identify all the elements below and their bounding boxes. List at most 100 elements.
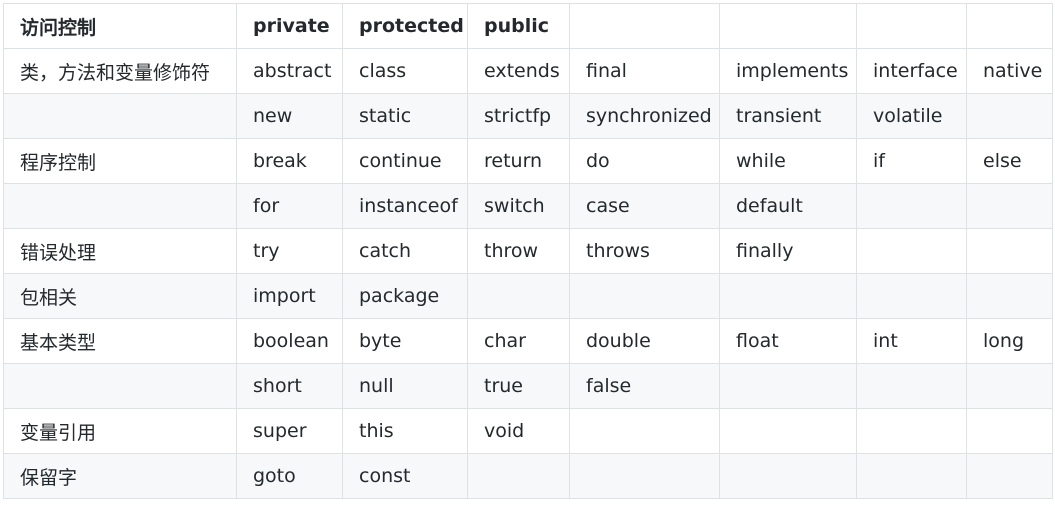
table-row: for instanceof switch case default (3, 183, 1053, 229)
header-cell (569, 3, 720, 49)
java-keywords-table: 访问控制 private protected public 类，方法和变量修饰符… (3, 3, 1053, 499)
header-row: 访问控制 private protected public (3, 3, 1053, 49)
keyword-cell: throws (569, 228, 720, 274)
keyword-cell (966, 183, 1053, 229)
keyword-cell (856, 228, 967, 274)
keyword-cell: continue (342, 138, 468, 184)
keyword-cell: interface (856, 48, 967, 94)
category-cell (3, 183, 237, 229)
keyword-cell (856, 408, 967, 454)
keyword-cell (467, 453, 570, 499)
keyword-cell (966, 408, 1053, 454)
keyword-cell: do (569, 138, 720, 184)
table-body: 类，方法和变量修饰符 abstract class extends final … (3, 48, 1053, 499)
header-cell (856, 3, 967, 49)
table-row: new static strictfp synchronized transie… (3, 93, 1053, 139)
keyword-cell (966, 363, 1053, 409)
keyword-cell (856, 273, 967, 319)
keyword-cell (719, 453, 857, 499)
keyword-cell: int (856, 318, 967, 364)
keyword-cell: null (342, 363, 468, 409)
keyword-cell (719, 273, 857, 319)
keyword-cell: class (342, 48, 468, 94)
keyword-cell (719, 363, 857, 409)
category-cell: 程序控制 (3, 138, 237, 184)
keyword-cell: throw (467, 228, 570, 274)
keyword-cell: synchronized (569, 93, 720, 139)
keyword-cell: native (966, 48, 1053, 94)
keyword-cell (719, 408, 857, 454)
keyword-cell: new (236, 93, 343, 139)
keyword-cell: finally (719, 228, 857, 274)
keyword-cell: double (569, 318, 720, 364)
keyword-cell: static (342, 93, 468, 139)
header-cell (719, 3, 857, 49)
keyword-cell: switch (467, 183, 570, 229)
keyword-cell (966, 453, 1053, 499)
keyword-cell: strictfp (467, 93, 570, 139)
keyword-cell: return (467, 138, 570, 184)
keyword-cell: volatile (856, 93, 967, 139)
keyword-cell: void (467, 408, 570, 454)
header-cell: protected (342, 3, 468, 49)
keyword-cell (569, 273, 720, 319)
table-row: 保留字 goto const (3, 453, 1053, 499)
keyword-cell: super (236, 408, 343, 454)
keyword-cell (966, 93, 1053, 139)
table-row: 基本类型 boolean byte char double float int … (3, 318, 1053, 364)
keyword-cell: for (236, 183, 343, 229)
keyword-cell: while (719, 138, 857, 184)
table-row: 包相关 import package (3, 273, 1053, 319)
category-cell: 包相关 (3, 273, 237, 319)
table-row: 错误处理 try catch throw throws finally (3, 228, 1053, 274)
category-cell: 错误处理 (3, 228, 237, 274)
keyword-cell: break (236, 138, 343, 184)
table-header: 访问控制 private protected public (3, 3, 1053, 49)
keyword-cell: case (569, 183, 720, 229)
keyword-cell (966, 228, 1053, 274)
category-cell: 保留字 (3, 453, 237, 499)
keyword-cell: short (236, 363, 343, 409)
table-row: 变量引用 super this void (3, 408, 1053, 454)
keyword-cell (569, 408, 720, 454)
keyword-cell (966, 273, 1053, 319)
keyword-cell: try (236, 228, 343, 274)
keyword-cell: this (342, 408, 468, 454)
keyword-cell: boolean (236, 318, 343, 364)
keyword-cell: abstract (236, 48, 343, 94)
keyword-cell: float (719, 318, 857, 364)
category-cell: 类，方法和变量修饰符 (3, 48, 237, 94)
keyword-cell: catch (342, 228, 468, 274)
category-cell (3, 363, 237, 409)
header-cell (966, 3, 1053, 49)
keyword-cell: goto (236, 453, 343, 499)
keyword-cell: implements (719, 48, 857, 94)
keyword-cell: const (342, 453, 468, 499)
keyword-cell: char (467, 318, 570, 364)
keyword-cell: else (966, 138, 1053, 184)
table-row: 程序控制 break continue return do while if e… (3, 138, 1053, 184)
keyword-cell: extends (467, 48, 570, 94)
keyword-cell: if (856, 138, 967, 184)
keyword-cell: transient (719, 93, 857, 139)
keyword-cell: final (569, 48, 720, 94)
header-cell: private (236, 3, 343, 49)
keyword-cell: true (467, 363, 570, 409)
keyword-cell: false (569, 363, 720, 409)
category-cell (3, 93, 237, 139)
category-cell: 基本类型 (3, 318, 237, 364)
keyword-cell (569, 453, 720, 499)
keyword-cell: instanceof (342, 183, 468, 229)
keyword-cell: default (719, 183, 857, 229)
table-row: 类，方法和变量修饰符 abstract class extends final … (3, 48, 1053, 94)
keyword-cell (856, 183, 967, 229)
keyword-cell: import (236, 273, 343, 319)
header-cell: public (467, 3, 570, 49)
keyword-cell: package (342, 273, 468, 319)
table-row: short null true false (3, 363, 1053, 409)
keyword-cell (467, 273, 570, 319)
category-cell: 变量引用 (3, 408, 237, 454)
keyword-cell (856, 363, 967, 409)
keyword-cell (856, 453, 967, 499)
keyword-cell: long (966, 318, 1053, 364)
